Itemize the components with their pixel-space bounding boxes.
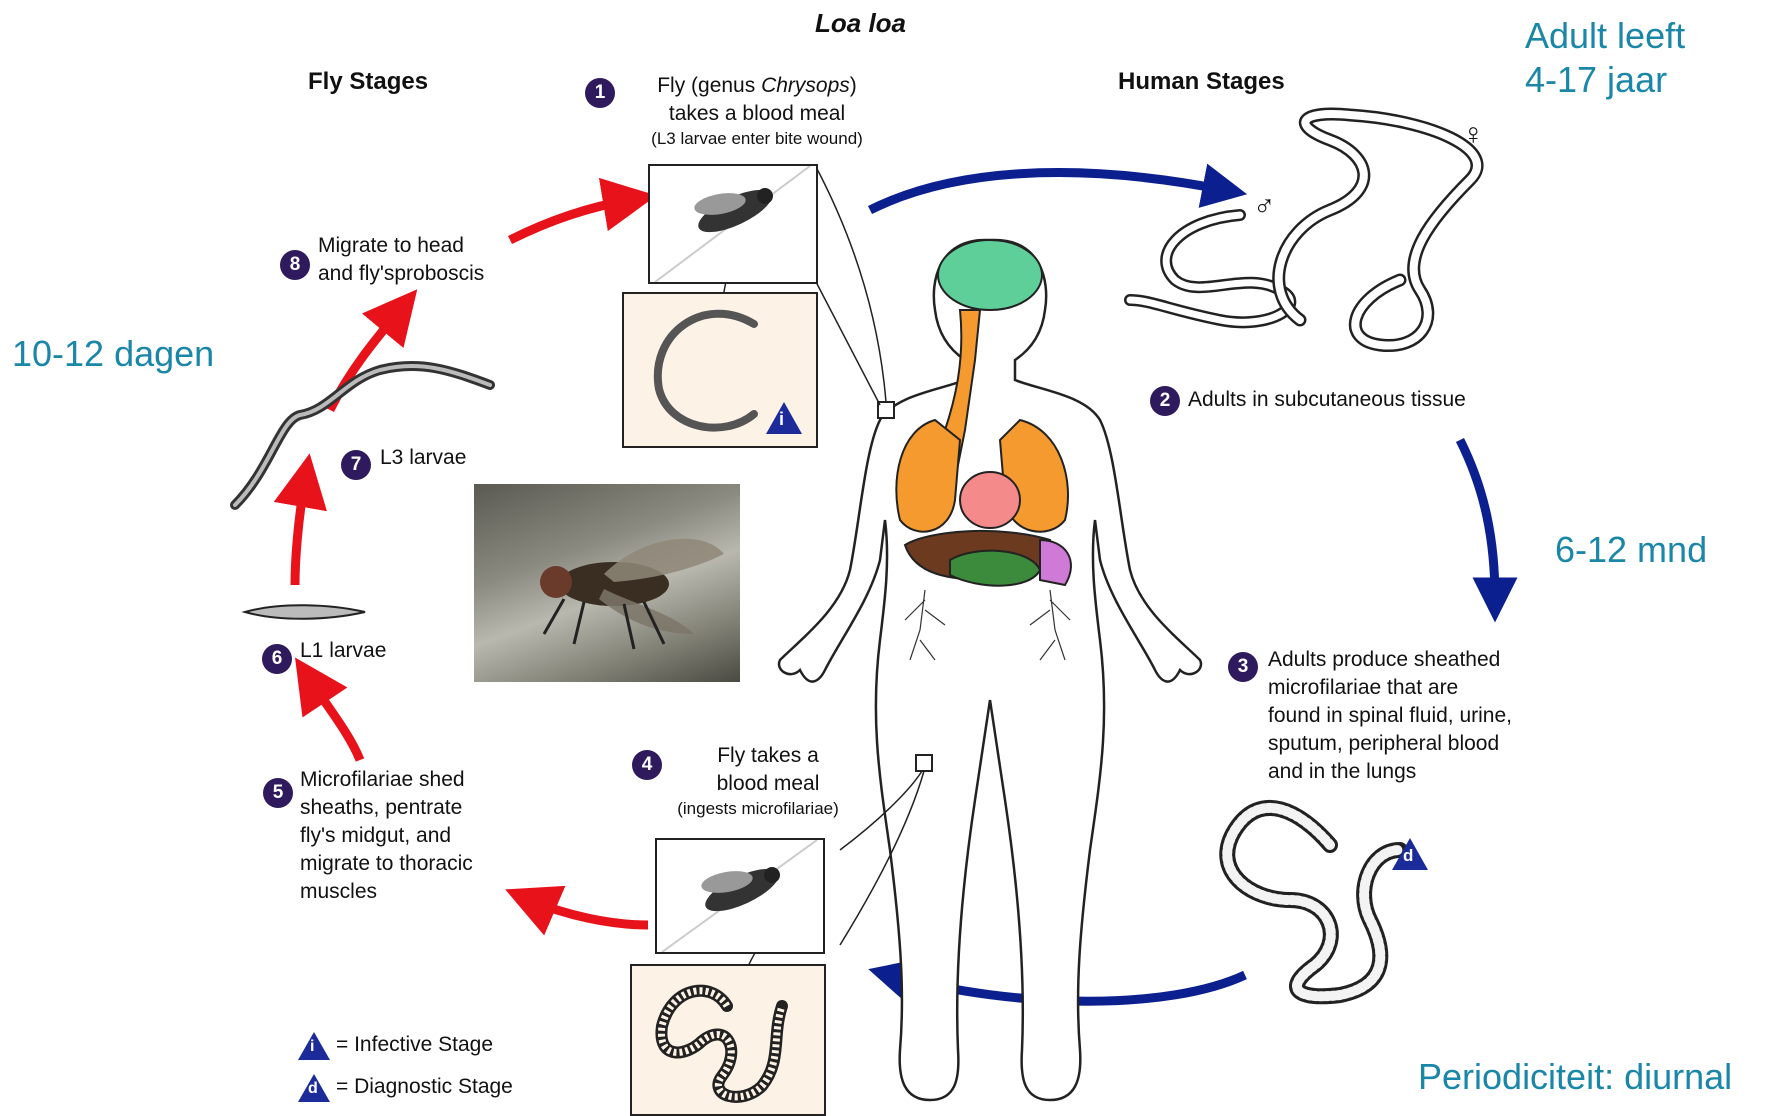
diagram-title: Loa loa [815,8,906,39]
note-development-days: 10-12 dagen [12,332,214,376]
step-3-line2: microfilariae that are [1268,674,1512,702]
red-arrow-5-to-6 [310,680,360,760]
bite-site-marker-leg [916,755,932,771]
legend: i = Infective Stage d = Diagnostic Stage [296,1030,656,1110]
step-2-badge: 2 [1150,386,1180,416]
note-adult-line1: Adult leeft [1525,14,1685,58]
diagnostic-letter-step3: d [1403,846,1413,866]
step-5-line5: muscles [300,878,473,906]
fly-feeding-box-top [648,164,818,284]
l3-larva-illustration [235,366,490,505]
step-1-line1: Fly (genus Chrysops) [622,72,892,100]
step-5-line1: Microfilariae shed [300,766,473,794]
infective-letter-box1: i [779,409,784,430]
note-prepatent-months: 6-12 mnd [1555,528,1707,572]
step-7-badge: 7 [341,450,371,480]
step-1-badge: 1 [585,78,615,108]
step-3-line3: found in spinal fluid, urine, [1268,702,1512,730]
deer-fly-photo-graphic [474,484,740,682]
fly-stages-header: Fly Stages [308,68,428,96]
step-3-line4: sputum, peripheral blood [1268,730,1512,758]
step-1-label: Fly (genus Chrysops) takes a blood meal … [622,72,892,150]
step-5-badge: 5 [263,778,293,808]
step-8-line1: Migrate to head [318,232,484,260]
red-arrow-8-to-1 [510,200,630,240]
step-4-label: Fly takes a blood meal (ingests microfil… [638,742,858,820]
step-6-label: L1 larvae [300,637,386,665]
deer-fly-photo [474,484,740,682]
step-5-line4: migrate to thoracic [300,850,473,878]
step-5-line2: sheaths, pentrate [300,794,473,822]
red-arrow-4-to-5 [530,900,648,925]
step-7-label: L3 larvae [380,444,466,472]
step-2-label: Adults in subcutaneous tissue [1188,386,1466,414]
blue-arrow-2-to-3 [1460,440,1495,600]
fly-icon-bottom [657,840,823,952]
adult-worm-male-inner [1130,215,1290,322]
note-adult-line2: 4-17 jaar [1525,58,1685,102]
l3-larva-box: i [622,292,818,448]
fly-icon-top [650,166,816,282]
human-body-illustration [779,240,1201,1100]
fly-feeding-box-bottom [655,838,825,954]
step-3-line5: and in the lungs [1268,758,1512,786]
female-symbol: ♀ [1462,118,1485,152]
step-1-line3: (L3 larvae enter bite wound) [622,128,892,150]
microfilaria-diagnostic [1227,808,1400,996]
step-8-line2: and fly'sproboscis [318,260,484,288]
step-5-line3: fly's midgut, and [300,822,473,850]
legend-infective-text: = Infective Stage [336,1033,493,1057]
step-4-line2: blood meal [638,770,858,798]
male-symbol: ♂ [1253,190,1276,224]
step-6-badge: 6 [262,644,292,674]
step-4-line3: (ingests microfilariae) [638,798,858,820]
note-adult-lifespan: Adult leeft 4-17 jaar [1525,14,1685,102]
red-arrow-6-to-7 [295,480,305,585]
l1-larva-illustration [245,605,365,619]
legend-infective-letter: i [310,1038,314,1056]
step-4-line1: Fly takes a [638,742,858,770]
step-3-label: Adults produce sheathed microfilariae th… [1268,646,1512,786]
step-3-line1: Adults produce sheathed [1268,646,1512,674]
human-stages-header: Human Stages [1118,68,1285,96]
legend-diagnostic-letter: d [308,1080,318,1098]
microfilaria-icon [632,966,824,1114]
heart-organ [960,472,1020,528]
microfilaria-box [630,964,826,1116]
brain-organ [938,240,1042,310]
step-8-label: Migrate to head and fly'sproboscis [318,232,484,288]
note-periodicity: Periodiciteit: diurnal [1418,1055,1732,1099]
legend-diagnostic-text: = Diagnostic Stage [336,1075,513,1099]
step-1-line2: takes a blood meal [622,100,892,128]
step-5-label: Microfilariae shed sheaths, pentrate fly… [300,766,473,906]
step-8-badge: 8 [280,250,310,280]
adult-worm-female [1279,114,1477,346]
blue-arrow-1-to-2 [870,173,1225,210]
step-3-badge: 3 [1228,652,1258,682]
